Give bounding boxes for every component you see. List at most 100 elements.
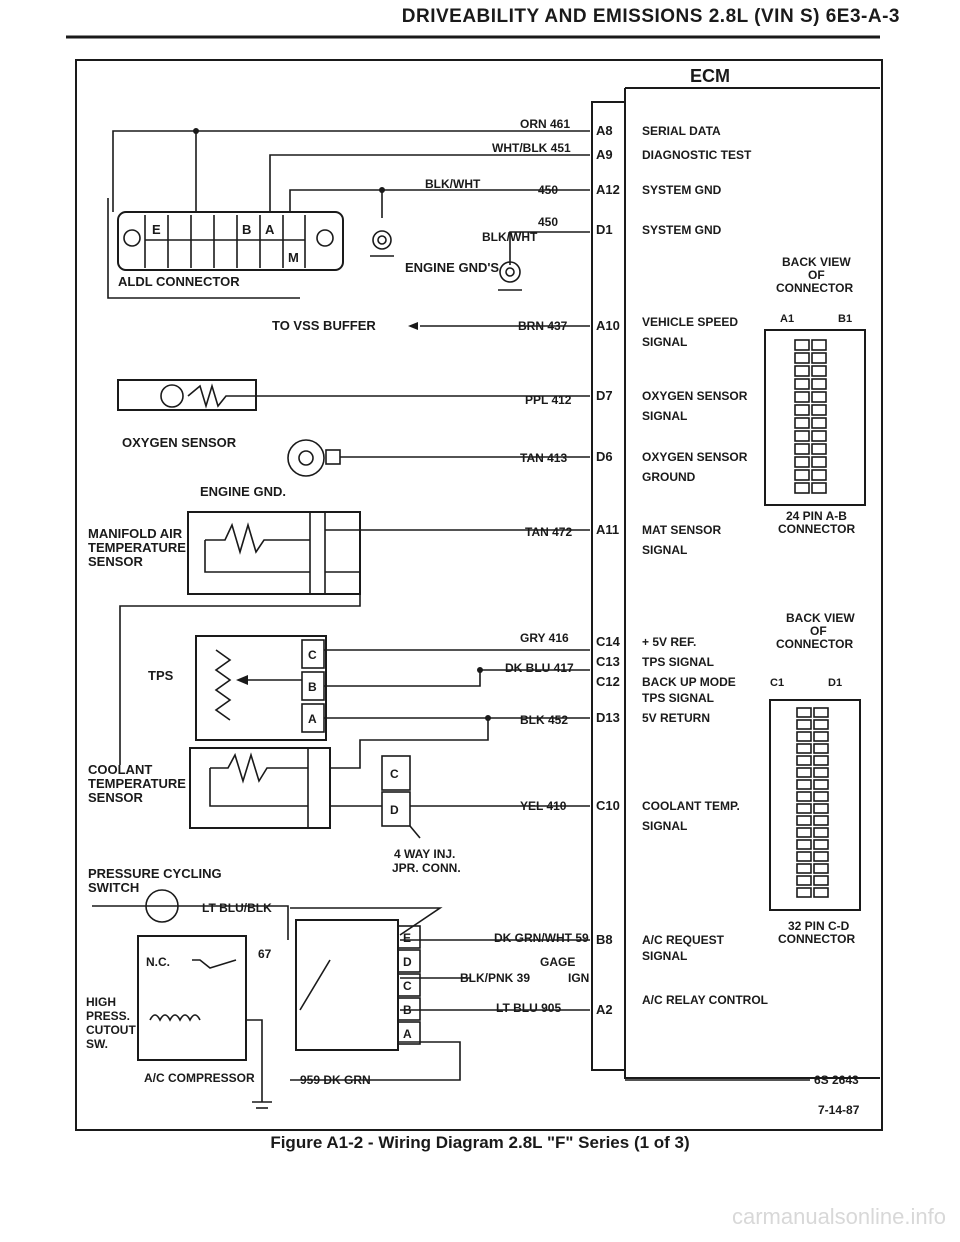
connector-cavity: [796, 863, 812, 874]
connector-cavity: [813, 791, 829, 802]
wire-label: BLK 452: [520, 713, 568, 727]
wire-label: DK GRN/WHT 59: [494, 931, 589, 945]
engine-gnd-label: ENGINE GND.: [200, 484, 286, 499]
connector-cavity: [813, 887, 829, 898]
connector-cavity: [811, 391, 827, 403]
aldl-label: ALDL CONNECTOR: [118, 274, 240, 289]
connector-cavity: [796, 887, 812, 898]
wire-450-second: [509, 231, 590, 265]
wire-label: ORN 461: [520, 117, 570, 131]
ecm-function: VEHICLE SPEED: [642, 315, 738, 329]
wire-label: PPL 412: [525, 393, 572, 407]
tps-pin-c: C: [308, 648, 317, 662]
connector-cavity: [794, 378, 810, 390]
ecm-function: MAT SENSOR: [642, 523, 721, 537]
ecm-pin-a10: A10: [596, 318, 620, 333]
ecm-function: SYSTEM GND: [642, 183, 722, 197]
connector-cavity: [813, 827, 829, 838]
wire-label: WHT/BLK 451: [492, 141, 571, 155]
connector-cavity: [811, 482, 827, 494]
ecm-pin-a12: A12: [596, 182, 620, 197]
figure-caption: Figure A1-2 - Wiring Diagram 2.8L "F" Se…: [270, 1133, 690, 1152]
hp-label-1: HIGH: [86, 995, 116, 1009]
coolant-label-1: COOLANT: [88, 762, 152, 777]
ecm-function: + 5V REF.: [642, 635, 696, 649]
connector-cavity: [811, 469, 827, 481]
aldl-pin-e: E: [152, 222, 161, 237]
wire-label: BLK/PNK 39: [460, 971, 530, 985]
connector-cavity: [813, 863, 829, 874]
ecm-pin-a8: A8: [596, 123, 613, 138]
ecm-function: SYSTEM GND: [642, 223, 722, 237]
jumper-label-1: 4 WAY INJ.: [394, 847, 455, 861]
ecm-function: SIGNAL: [642, 949, 687, 963]
mat-label-3: SENSOR: [88, 554, 144, 569]
ecm-function: A/C RELAY CONTROL: [642, 993, 768, 1007]
pin-column: [591, 101, 626, 1071]
aldl-pin-b: B: [242, 222, 251, 237]
connector-32-label: 32 PIN C-D: [788, 919, 850, 933]
ecm-function: 5V RETURN: [642, 711, 710, 725]
compressor-box: [137, 935, 247, 1061]
connector-cavity: [794, 352, 810, 364]
pressure-label-1: PRESSURE CYCLING: [88, 866, 222, 881]
hp-label-2: PRESS.: [86, 1009, 130, 1023]
ecm-function: SIGNAL: [642, 335, 687, 349]
wire-dk-blu-417: [324, 669, 590, 687]
aldl-bracket: [107, 198, 300, 299]
connector-cavity: [796, 839, 812, 850]
wire-label: GRY 416: [520, 631, 569, 645]
wire-label: BLK/WHT: [482, 230, 538, 244]
back-view-label: OF: [810, 624, 827, 638]
oxygen-sensor-box: [117, 379, 257, 411]
back-view-label: BACK VIEW: [786, 611, 855, 625]
aldl-mount-left: [123, 229, 141, 247]
connector-cavity: [796, 791, 812, 802]
ground-symbol-2: [499, 261, 521, 283]
connector-cavity: [796, 755, 812, 766]
connector-24-label: 24 PIN A-B: [786, 509, 847, 523]
connector-cavity: [811, 404, 827, 416]
connector-cavity: [811, 378, 827, 390]
wire-label: 67: [258, 947, 272, 961]
wire-label: BRN 437: [518, 319, 568, 333]
mat-sensor-box: [187, 511, 361, 595]
nc-label: N.C.: [146, 955, 170, 969]
relay-pin-box: [397, 973, 421, 997]
relay-pin-box: [397, 925, 421, 949]
back-view-label: OF: [808, 268, 825, 282]
ecm-pin-c13: C13: [596, 654, 620, 669]
connector-cavity: [813, 707, 829, 718]
ecm-pin-b8: B8: [596, 932, 613, 947]
connector-cavity: [794, 456, 810, 468]
jumper-pin-d-box: [381, 791, 411, 827]
ecm-pin-d1: D1: [596, 222, 613, 237]
aldl-pin-a: A: [265, 222, 275, 237]
connector-cavity: [796, 719, 812, 730]
pin-c1-label: C1: [770, 677, 784, 689]
relay-pin-box: [397, 997, 421, 1021]
hp-label-3: CUTOUT: [86, 1023, 136, 1037]
connector-cavity: [811, 417, 827, 429]
ecm-function: SERIAL DATA: [642, 124, 721, 138]
page-header: DRIVEABILITY AND EMISSIONS 2.8L (VIN S) …: [401, 6, 900, 27]
mat-label-1: MANIFOLD AIR: [88, 526, 183, 541]
connector-cavity: [811, 430, 827, 442]
ecm-function: SIGNAL: [642, 409, 687, 423]
ecm-function: DIAGNOSTIC TEST: [642, 148, 752, 162]
wire-label: 450: [538, 215, 558, 229]
oxygen-sensor-label: OXYGEN SENSOR: [122, 435, 237, 450]
connector-cavity: [796, 743, 812, 754]
connector-32-label: CONNECTOR: [778, 932, 855, 946]
ecm-pin-a9: A9: [596, 147, 613, 162]
wire-wht-blk-451: [269, 154, 590, 212]
ac-relay-box: [295, 919, 399, 1051]
aldl-connector: [117, 211, 344, 271]
watermark: carmanualsonline.info: [731, 1204, 946, 1229]
tps-box: [195, 635, 327, 741]
vss-label: TO VSS BUFFER: [272, 318, 376, 333]
wire-label: LT BLU 905: [496, 1001, 561, 1015]
connector-cavity: [811, 352, 827, 364]
ecm-function: SIGNAL: [642, 543, 687, 557]
